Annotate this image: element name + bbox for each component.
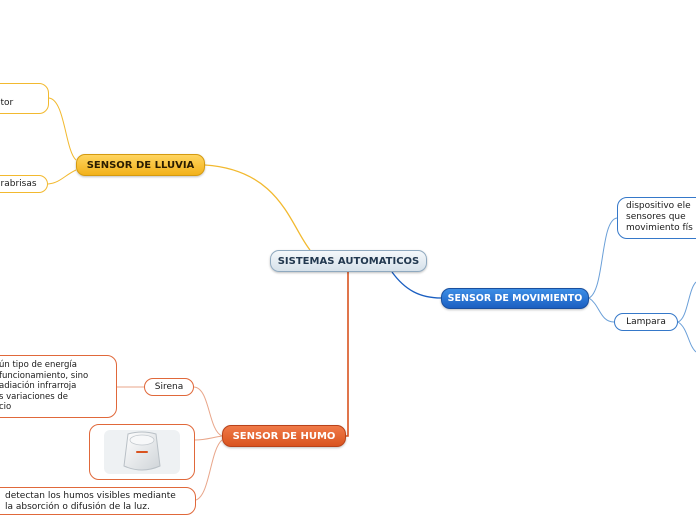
subtopic-humo-description-line-5: cio bbox=[0, 402, 12, 412]
subtopic-humo-description-line-3: adiación infrarroja bbox=[0, 381, 77, 391]
topic-sensor-humo-label: SENSOR DE HUMO bbox=[232, 430, 336, 442]
subtopic-lluvia-1-line-2: otor bbox=[0, 98, 14, 108]
subtopic-movimiento-1-line-2: sensores que bbox=[626, 212, 686, 222]
connector-central-movimiento bbox=[391, 271, 442, 299]
subtopic-sirena-label: Sirena bbox=[154, 382, 184, 392]
connector-humo-bottom bbox=[195, 439, 223, 501]
subtopic-lampara[interactable]: Lampara bbox=[614, 313, 678, 331]
subtopic-lluvia-1-line-1: o bbox=[0, 87, 40, 98]
connector-humo-sirena bbox=[193, 386, 223, 437]
connector-lluvia-2 bbox=[47, 169, 77, 185]
subtopic-movimiento-1[interactable]: dispositivo ele sensores que movimiento … bbox=[617, 197, 696, 239]
topic-sensor-movimiento[interactable]: SENSOR DE MOVIMIENTO bbox=[441, 288, 589, 309]
connector-central-lluvia bbox=[204, 164, 311, 251]
subtopic-sirena[interactable]: Sirena bbox=[144, 378, 194, 396]
topic-sensor-movimiento-label: SENSOR DE MOVIMIENTO bbox=[447, 293, 583, 304]
connector-lluvia-1 bbox=[48, 97, 77, 161]
subtopic-lluvia-2[interactable]: arabrisas bbox=[0, 175, 48, 193]
topic-sensor-lluvia-label: SENSOR DE LLUVIA bbox=[86, 159, 195, 171]
connector-lampara-1 bbox=[677, 281, 696, 323]
topic-sensor-lluvia[interactable]: SENSOR DE LLUVIA bbox=[76, 154, 205, 176]
subtopic-humo-description[interactable]: ún tipo de energía funcionamiento, sino … bbox=[0, 355, 117, 418]
subtopic-humo-image[interactable] bbox=[89, 424, 195, 480]
subtopic-movimiento-1-line-1: dispositivo ele bbox=[626, 201, 691, 211]
subtopic-movimiento-1-line-3: movimiento fís bbox=[626, 223, 693, 233]
subtopic-humo-description-line-2: funcionamiento, sino bbox=[0, 370, 89, 381]
subtopic-humo-definition-line-2: la absorción o difusión de la luz. bbox=[5, 502, 150, 512]
subtopic-humo-definition[interactable]: detectan los humos visibles mediante la … bbox=[0, 487, 196, 515]
subtopic-lampara-label: Lampara bbox=[626, 317, 666, 327]
subtopic-humo-definition-line-1: detectan los humos visibles mediante bbox=[5, 491, 176, 501]
smoke-detector-icon bbox=[104, 430, 180, 474]
connector-lampara-2 bbox=[677, 321, 696, 353]
topic-sensor-humo[interactable]: SENSOR DE HUMO bbox=[222, 425, 346, 447]
connector-mov-1 bbox=[588, 217, 618, 299]
central-topic-label: SISTEMAS AUTOMATICOS bbox=[277, 255, 420, 267]
connector-mov-lampara bbox=[588, 297, 615, 323]
subtopic-lluvia-1[interactable]: o otor bbox=[0, 83, 49, 114]
subtopic-humo-description-line-1: ún tipo de energía bbox=[0, 360, 77, 370]
subtopic-lluvia-2-line-1: arabrisas bbox=[0, 179, 37, 189]
central-topic[interactable]: SISTEMAS AUTOMATICOS bbox=[270, 250, 427, 272]
connector-humo-image bbox=[194, 435, 223, 441]
connector-central-humo bbox=[346, 272, 349, 437]
subtopic-humo-description-line-4: s variaciones de bbox=[0, 391, 69, 402]
